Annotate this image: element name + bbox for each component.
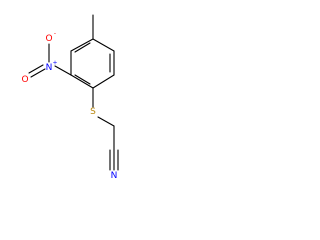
atom-oxygen-double: O (21, 75, 28, 85)
oxygen-top-charge: - (54, 31, 56, 38)
ring-bond-4 (70, 74, 94, 89)
ring-bond-3 (92, 74, 115, 89)
oxygen-top-symbol: O (45, 34, 52, 44)
nitro-nitrogen-symbol: N (46, 63, 53, 73)
atom-nitro-nitrogen: N + (46, 60, 58, 74)
ring-double-bond-inner-3 (74, 42, 91, 53)
ring-double-bond-inner-2 (74, 74, 91, 85)
atom-nitrile-nitrogen: N (111, 171, 118, 181)
molecule-structure: N + O - O S N (21, 14, 119, 181)
nitro-nitrogen-charge: + (52, 60, 57, 67)
bond-n-o-double-b (30, 68, 46, 78)
ring-bond-6 (70, 38, 94, 52)
atom-oxygen-top: O - (45, 31, 56, 45)
bond-sulfur-ch2 (97, 116, 115, 127)
bond-n-o-double-a (28, 64, 44, 74)
ring-bond-1 (92, 38, 115, 52)
nitrile-nitrogen-symbol: N (111, 171, 118, 181)
oxygen-double-symbol: O (21, 75, 28, 85)
sulfur-symbol: S (90, 107, 96, 117)
bond-ring-nitro (54, 65, 72, 76)
benzene-ring (70, 38, 115, 89)
atom-sulfur: S (90, 107, 96, 117)
